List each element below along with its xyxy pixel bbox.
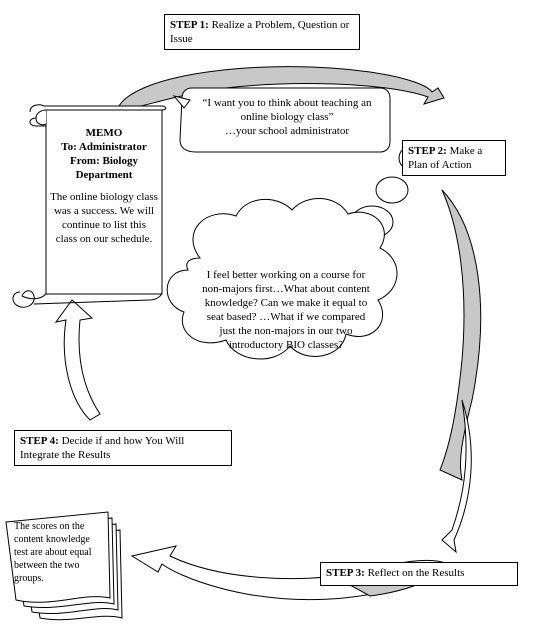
step2-box: STEP 2: Make a Plan of Action: [402, 140, 506, 176]
step1-box: STEP 1: Realize a Problem, Question or I…: [164, 14, 360, 50]
step3-text: Reflect on the Results: [367, 567, 465, 579]
results-page-stack: [5, 511, 123, 621]
step4-text: Decide if and how You Will Integrate the…: [20, 435, 185, 461]
step4-box: STEP 4: Decide if and how You Will Integ…: [14, 430, 232, 466]
memo-from: From: Biology Department: [70, 155, 138, 181]
result-stack-text: The scores on the content knowledge test…: [14, 521, 92, 584]
memo-title: MEMO: [85, 127, 123, 139]
memo-content: MEMO To: Administrator From: Biology Dep…: [50, 126, 158, 246]
step1-label: STEP 1:: [170, 19, 209, 31]
speech-attribution: …your school administrator: [224, 125, 350, 137]
step3-box: STEP 3: Reflect on the Results: [320, 562, 518, 586]
memo-scroll: [12, 104, 167, 308]
step2-text: Make a Plan of Action: [408, 145, 483, 171]
arrow-step2-to-step3: [439, 189, 482, 554]
arrow-step4-to-step1: [54, 299, 101, 421]
step4-label: STEP 4:: [20, 435, 59, 447]
thought-cloud: [166, 197, 398, 360]
step2-label: STEP 2:: [408, 145, 447, 157]
step3-label: STEP 3:: [326, 567, 365, 579]
speech-bubble: [172, 87, 391, 153]
memo-body: The online biology class was a success. …: [50, 191, 158, 245]
speech-quote: “I want you to think about teaching an o…: [202, 97, 372, 123]
speech-bubble-text: “I want you to think about teaching an o…: [190, 96, 384, 138]
thought-cloud-text: I feel better working on a course for no…: [202, 269, 370, 351]
step1-text: Realize a Problem, Question or Issue: [170, 19, 350, 45]
memo-to: To: Administrator: [61, 141, 147, 153]
